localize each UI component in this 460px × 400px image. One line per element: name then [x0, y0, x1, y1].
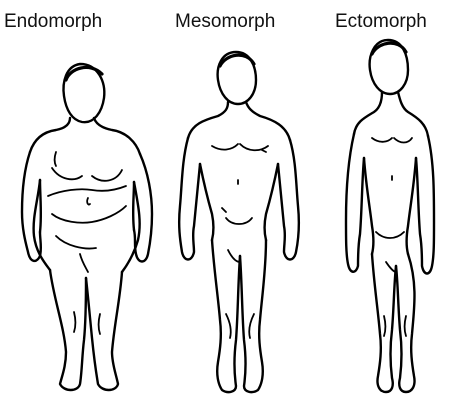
mesomorph-figure [179, 52, 299, 392]
endomorph-figure [22, 64, 152, 390]
ectomorph-figure [346, 40, 434, 392]
